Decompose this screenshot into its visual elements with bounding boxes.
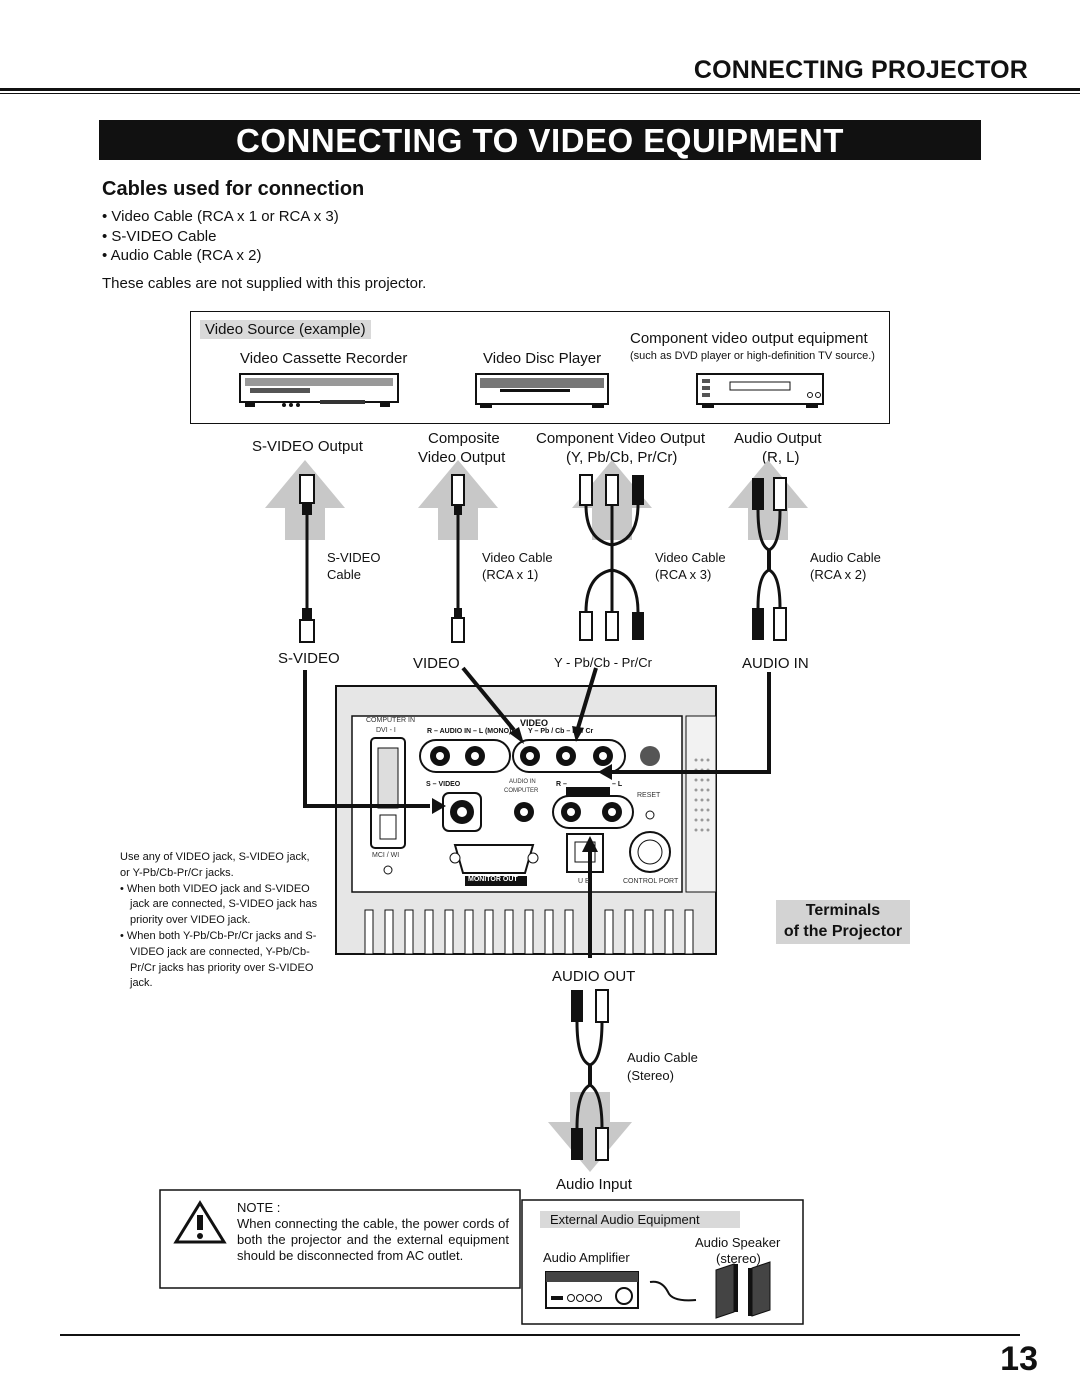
audio-output-label: Audio Output bbox=[734, 430, 822, 447]
note-title: NOTE : bbox=[237, 1200, 281, 1215]
composite-label: Composite bbox=[428, 430, 500, 447]
video-input-label: VIDEO bbox=[413, 655, 460, 672]
terminals-badge: Terminals of the Projector bbox=[776, 900, 910, 944]
cable-item: • Audio Cable (RCA x 2) bbox=[102, 247, 262, 264]
audio-in-mono-label: R – AUDIO IN – L (MONO) bbox=[427, 728, 512, 735]
side-note-intro: Use any of VIDEO jack, S-VIDEO jack, or … bbox=[120, 851, 310, 879]
speaker-label: Audio Speaker bbox=[695, 1235, 781, 1250]
audio-out-r-label: R – bbox=[556, 781, 567, 788]
terminals-line1: Terminals bbox=[805, 902, 881, 919]
computer-in-label: COMPUTER IN bbox=[366, 717, 415, 724]
terminals-line2: of the Projector bbox=[783, 923, 903, 940]
component-output-label-2: (Y, Pb/Cb, Pr/Cr) bbox=[566, 449, 678, 466]
speaker-device bbox=[715, 1261, 771, 1319]
reset-label[interactable]: RESET bbox=[637, 792, 661, 799]
vdp-label: Video Disc Player bbox=[483, 350, 602, 367]
footer-rule bbox=[60, 1334, 1020, 1336]
audio-cable-label-2: (RCA x 2) bbox=[810, 567, 867, 582]
video3-cable-label-2: (RCA x 3) bbox=[655, 567, 712, 582]
side-note-bullet: • When both VIDEO jack and S-VIDEO jack … bbox=[120, 882, 318, 927]
video3-cable-label: Video Cable bbox=[655, 550, 726, 565]
amplifier-device bbox=[545, 1271, 639, 1309]
composite-label-2: Video Output bbox=[418, 449, 506, 466]
arrow-heads bbox=[432, 726, 612, 852]
computer-label: COMPUTER bbox=[504, 788, 539, 794]
audio-cable bbox=[752, 477, 787, 641]
note-text: When connecting the cable, the power cor… bbox=[237, 1216, 509, 1263]
cable-item: • Video Cable (RCA x 1 or RCA x 3) bbox=[102, 208, 339, 225]
audio-out-l-label: – L bbox=[612, 781, 623, 788]
vcr-label: Video Cassette Recorder bbox=[240, 350, 408, 367]
header-rule-thin bbox=[0, 93, 1080, 94]
video-source-box bbox=[190, 311, 890, 424]
dvi-label: DVI - I bbox=[376, 727, 396, 734]
connection-lines bbox=[303, 666, 771, 958]
component-equipment-note: (such as DVD player or high-definition T… bbox=[630, 350, 875, 362]
panel-audio-out-label: AUDIO OUT bbox=[569, 781, 609, 788]
component-cable bbox=[579, 474, 644, 641]
monitor-out-label: MONITOR OUT bbox=[468, 876, 518, 883]
page-number: 13 bbox=[1000, 1340, 1038, 1378]
svideo-cable-label: S-VIDEO bbox=[327, 550, 381, 565]
svideo-input-label: S-VIDEO bbox=[278, 650, 340, 667]
audio-cable-label: Audio Cable bbox=[810, 550, 881, 565]
side-notes: Use any of VIDEO jack, S-VIDEO jack, or … bbox=[120, 850, 320, 992]
video-cable-label-2: (RCA x 1) bbox=[482, 567, 539, 582]
speaker-label-2: (stereo) bbox=[716, 1251, 761, 1266]
audio-out-cable-label: Audio Cable bbox=[627, 1050, 698, 1065]
usb-label: U B bbox=[578, 878, 590, 885]
external-audio-tag: External Audio Equipment bbox=[540, 1211, 740, 1228]
section-header: CONNECTING PROJECTOR bbox=[693, 56, 1028, 84]
audio-output-label-2: (R, L) bbox=[762, 449, 800, 466]
panel-video-label: VIDEO bbox=[520, 718, 549, 728]
svideo-cable-label-2: Cable bbox=[327, 567, 361, 582]
audio-out-cable-label-2: (Stereo) bbox=[627, 1068, 674, 1083]
speaker-wire bbox=[649, 1280, 697, 1302]
cables-note: These cables are not supplied with this … bbox=[102, 275, 427, 292]
svideo-output-label: S-VIDEO Output bbox=[252, 438, 363, 455]
page-title: CONNECTING TO VIDEO EQUIPMENT bbox=[99, 120, 981, 160]
header-rule bbox=[0, 88, 1080, 91]
panel-ypbpr-label: Y – Pb / Cb – Pr / Cr bbox=[528, 728, 594, 735]
side-note-bullet: • When both Y-Pb/Cb-Pr/Cr jacks and S-VI… bbox=[120, 929, 317, 990]
mci-label: MCI / WI bbox=[372, 852, 400, 859]
cable-item: • S-VIDEO Cable bbox=[102, 228, 217, 245]
output-arrows bbox=[265, 460, 808, 540]
video-cable-label: Video Cable bbox=[482, 550, 553, 565]
audio-out-cable bbox=[548, 989, 632, 1172]
svideo-cable bbox=[299, 474, 315, 643]
panel-svideo-label: S – VIDEO bbox=[426, 781, 461, 788]
video-source-tag: Video Source (example) bbox=[200, 320, 371, 339]
amplifier-label: Audio Amplifier bbox=[543, 1250, 630, 1265]
audio-in-computer-label: AUDIO IN bbox=[509, 779, 536, 785]
audio-out-label: AUDIO OUT bbox=[552, 968, 636, 985]
video-cable bbox=[451, 474, 465, 643]
audio-in-label: AUDIO IN bbox=[742, 655, 809, 672]
component-device bbox=[696, 373, 824, 408]
component-output-label: Component Video Output bbox=[536, 430, 706, 447]
disc-player-device bbox=[475, 373, 609, 408]
audio-input-label: Audio Input bbox=[556, 1176, 632, 1193]
vcr-device bbox=[239, 373, 399, 407]
control-port-label: CONTROL PORT bbox=[623, 878, 679, 885]
warning-icon bbox=[173, 1200, 227, 1244]
cables-heading: Cables used for connection bbox=[102, 178, 365, 200]
component-equipment-label: Component video output equipment bbox=[630, 330, 868, 347]
ypbpr-input-label: Y - Pb/Cb - Pr/Cr bbox=[554, 655, 653, 670]
